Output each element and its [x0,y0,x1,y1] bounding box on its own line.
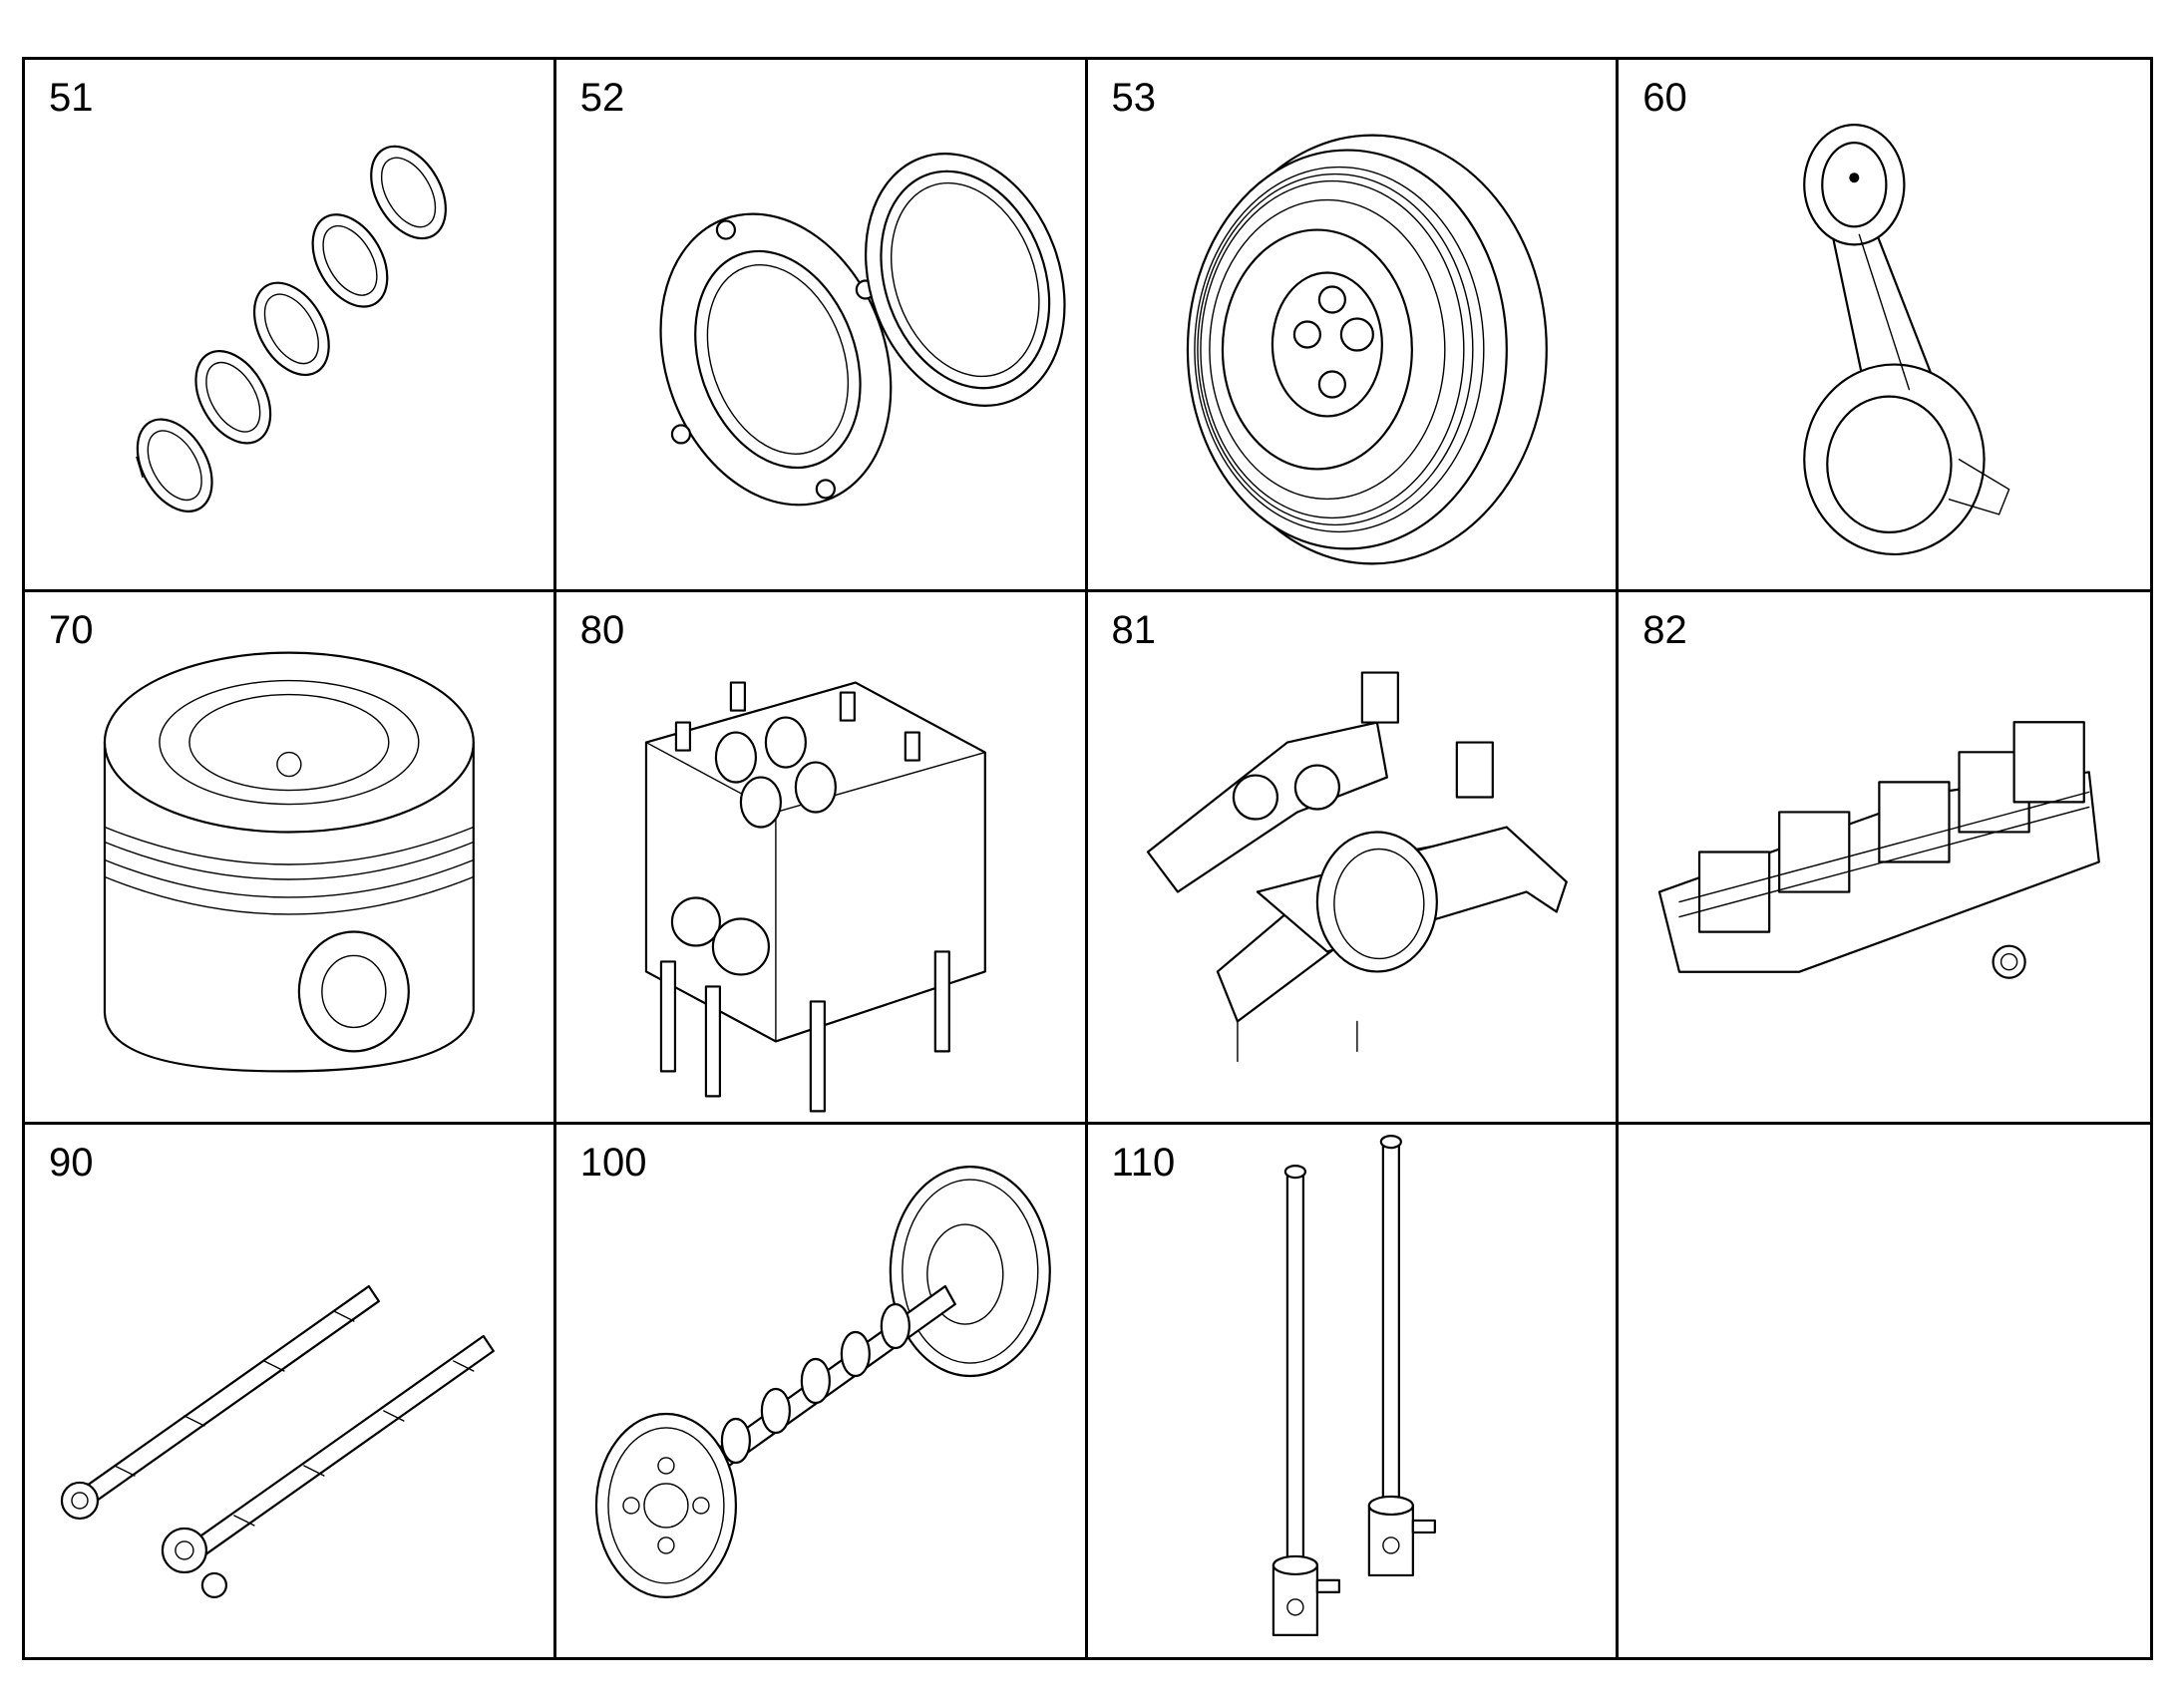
cylinder-head-icon [556,592,1085,1122]
piston-icon [25,592,553,1122]
push-rods-icon [1088,1125,1617,1657]
part-cell-60[interactable]: 60 [1619,60,2150,592]
part-number: 110 [1111,1141,1176,1185]
part-number: 51 [49,76,94,120]
valve-cover-icon [1619,592,2150,1122]
rocker-shafts-icon [25,1125,553,1657]
part-number: 90 [49,1141,94,1185]
part-number: 100 [579,1141,647,1185]
part-number: 82 [1642,608,1687,652]
part-number: 81 [1111,608,1157,652]
part-number: 60 [1642,76,1687,120]
part-number: 53 [1111,76,1157,120]
part-cell-52[interactable]: 52 [555,60,1088,592]
connecting-rod-icon [1619,60,2150,589]
part-cell-53[interactable]: 53 [1087,60,1620,592]
parts-grid: 51 52 53 [22,57,2153,1660]
part-cell-110[interactable]: 110 [1088,1125,1620,1657]
rocker-arm-icon [1088,592,1617,1122]
part-cell-70[interactable]: 70 [25,592,556,1125]
part-number: 70 [49,608,94,652]
part-cell-80[interactable]: 80 [555,592,1088,1125]
vibration-damper-icon [1088,60,1617,589]
bearing-shells-icon [25,60,553,589]
part-cell-51[interactable]: 51 [25,60,556,592]
empty-cell [1619,1125,2150,1657]
camshaft-icon [556,1125,1085,1657]
part-number: 52 [579,76,625,120]
part-cell-81[interactable]: 81 [1087,592,1620,1125]
part-cell-82[interactable]: 82 [1619,592,2150,1125]
seal-flange-icon [556,60,1085,589]
part-number: 80 [579,608,625,652]
part-cell-100[interactable]: 100 [556,1125,1088,1657]
part-cell-90[interactable]: 90 [25,1125,556,1657]
